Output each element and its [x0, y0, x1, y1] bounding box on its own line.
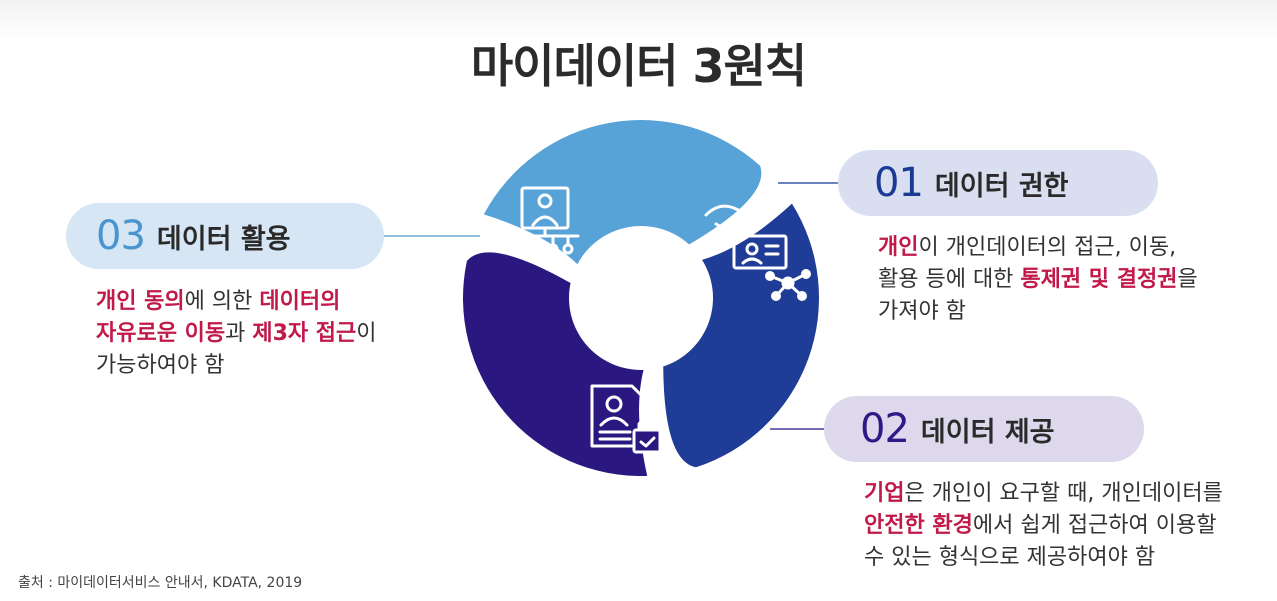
- highlight-text: 통제권 및 결정권: [1020, 267, 1178, 292]
- description-line: 자유로운 이동과 제3자 접근이: [96, 318, 377, 350]
- secure-document-icon: [590, 384, 662, 454]
- top-band: [0, 0, 1277, 40]
- description-text: 과: [225, 321, 253, 346]
- highlight-text: 개인 동의: [96, 289, 185, 314]
- principle-01-badge: 01 데이터 권한: [838, 150, 1158, 216]
- principle-01-label: 데이터 권한: [934, 170, 1069, 202]
- principle-02-label: 데이터 제공: [920, 416, 1055, 448]
- segment-02: [463, 252, 648, 476]
- principle-03-number: 03: [96, 213, 146, 259]
- description-text: 활용 등에 대한: [878, 267, 1021, 292]
- highlight-text: 개인: [878, 235, 919, 260]
- description-text: 이 개인데이터의 접근, 이동,: [918, 235, 1177, 260]
- highlight-text: 자유로운 이동: [96, 321, 226, 346]
- highlight-text: 안전한 환경: [864, 513, 973, 538]
- description-text: 을: [1177, 267, 1198, 292]
- source-caption: 출처 : 마이데이터서비스 안내서, KDATA, 2019: [18, 575, 303, 591]
- description-line: 활용 등에 대한 통제권 및 결정권을: [878, 264, 1198, 296]
- description-line: 안전한 환경에서 쉽게 접근하여 이용할: [864, 510, 1223, 542]
- description-line: 수 있는 형식으로 제공하여야 함: [864, 542, 1223, 574]
- description-line: 가져야 함: [878, 296, 1198, 328]
- description-text: 에서 쉽게 접근하여 이용할: [972, 513, 1217, 538]
- description-line: 개인이 개인데이터의 접근, 이동,: [878, 232, 1198, 264]
- user-network-icon: [510, 186, 580, 255]
- hand-data-icon: [704, 204, 811, 301]
- segment-01: [663, 203, 819, 468]
- principle-03-badge: 03 데이터 활용: [66, 203, 384, 269]
- description-text: 에 의한: [184, 289, 260, 314]
- cycle-center: [571, 228, 711, 368]
- highlight-text: 데이터의: [259, 289, 341, 314]
- description-text: 가져야 함: [878, 299, 966, 324]
- description-text: 가능하여야 함: [96, 353, 225, 378]
- principle-02-number: 02: [860, 406, 910, 452]
- description-line: 가능하여야 함: [96, 350, 377, 382]
- principle-01-number: 01: [874, 160, 924, 206]
- description-line: 기업은 개인이 요구할 때, 개인데이터를: [864, 478, 1223, 510]
- principle-02-badge: 02 데이터 제공: [824, 396, 1144, 462]
- description-line: 개인 동의에 의한 데이터의: [96, 286, 377, 318]
- highlight-text: 기업: [864, 481, 905, 506]
- description-text: 이: [356, 321, 377, 346]
- highlight-text: 제3자 접근: [252, 321, 357, 346]
- principle-03-label: 데이터 활용: [156, 223, 291, 255]
- description-text: 은 개인이 요구할 때, 개인데이터를: [904, 481, 1223, 506]
- description-text: 수 있는 형식으로 제공하여야 함: [864, 545, 1156, 570]
- page-title: 마이데이터 3원칙: [470, 39, 807, 93]
